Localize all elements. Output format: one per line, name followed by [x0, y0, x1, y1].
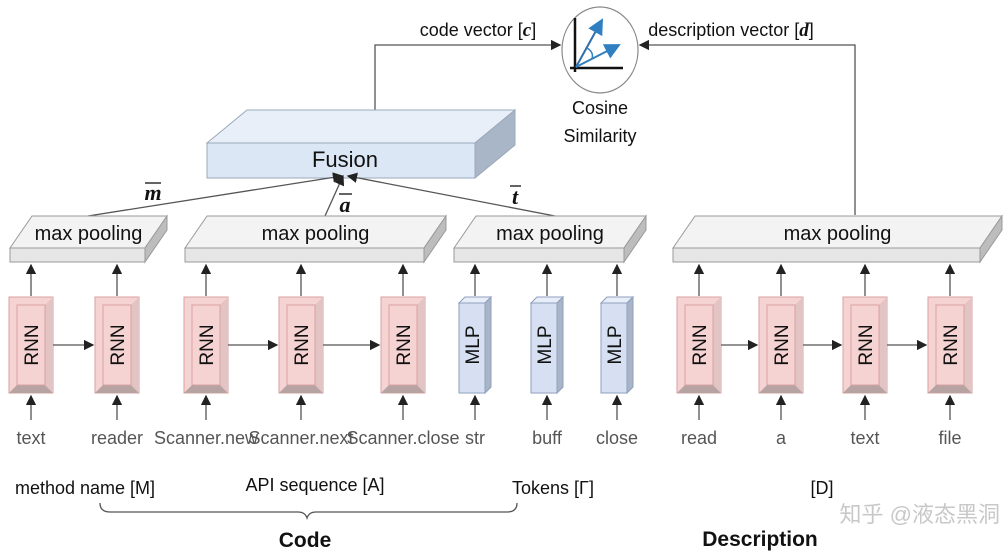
tokens-caption: Tokens [Γ] — [512, 478, 594, 498]
description-caption: Description — [702, 528, 818, 551]
rnn-cell: RNN — [183, 296, 229, 394]
rnn-cell: RNN — [842, 296, 888, 394]
input-token-label: buff — [532, 428, 563, 448]
rnn-cell: RNN — [94, 296, 140, 394]
cell-type-label: RNN — [941, 324, 962, 365]
m-arrow — [87, 172, 344, 217]
cell-type-label: MLP — [463, 325, 484, 364]
max-pooling-layer: max pooling — [9, 214, 168, 264]
input-token-label: close — [596, 428, 638, 448]
input-token-label: Scanner.close — [346, 428, 459, 448]
rnn-cell: RNN — [278, 296, 324, 394]
vector-bars — [145, 182, 521, 195]
code-vector-arrow — [374, 39, 562, 110]
input-token-label: text — [16, 428, 45, 448]
rnn-cell: RNN — [380, 296, 426, 394]
cell-type-label: RNN — [197, 324, 218, 365]
description-vector-arrow — [638, 39, 856, 215]
input-token-label: file — [938, 428, 961, 448]
cell-type-label: MLP — [605, 325, 626, 364]
cell-type-label: RNN — [856, 324, 877, 365]
max-pooling-label: max pooling — [35, 223, 143, 245]
m-vector-label: m — [144, 180, 161, 205]
cell-type-label: MLP — [535, 325, 556, 364]
input-token-label: reader — [91, 428, 143, 448]
input-token-label: Scanner.next — [248, 428, 353, 448]
code-brace — [99, 502, 518, 521]
input-token-label: read — [681, 428, 717, 448]
rnn-cell: RNN — [676, 296, 722, 394]
a-vector-label: a — [340, 192, 351, 217]
input-token-label: a — [776, 428, 787, 448]
description-vector-label: description vector [d] — [648, 20, 814, 41]
code-vector-label: code vector [c] — [420, 20, 537, 41]
max-pooling-layer: max pooling — [453, 214, 647, 264]
cell-type-label: RNN — [292, 324, 313, 365]
max-pooling-label: max pooling — [784, 223, 892, 245]
max-pooling-label: max pooling — [496, 223, 604, 245]
cell-type-label: RNN — [772, 324, 793, 365]
input-token-label: str — [465, 428, 485, 448]
cell-type-label: RNN — [108, 324, 129, 365]
cosine-label-1: Cosine — [572, 98, 628, 118]
max-pooling-label: max pooling — [262, 223, 370, 245]
t-arrow — [346, 172, 556, 217]
mlp-cell: MLP — [599, 295, 635, 395]
rnn-cell: RNN — [8, 296, 54, 394]
fusion-label: Fusion — [312, 147, 378, 172]
watermark: 知乎 @液态黑洞 — [840, 502, 1000, 527]
cell-type-label: RNN — [22, 324, 43, 365]
cosine-similarity-node: Cosine Similarity — [561, 6, 639, 146]
a-arrow — [324, 174, 345, 217]
method-name-caption: method name [M] — [15, 478, 155, 498]
input-token-label: text — [850, 428, 879, 448]
mlp-cell: MLP — [529, 295, 565, 395]
mlp-cell: MLP — [457, 295, 493, 395]
max-pooling-layer: max pooling — [672, 214, 1003, 264]
code-caption: Code — [279, 529, 332, 552]
max-pooling-layer: max pooling — [184, 214, 447, 264]
cell-type-label: RNN — [690, 324, 711, 365]
cell-type-label: RNN — [394, 324, 415, 365]
cosine-label-2: Similarity — [563, 126, 636, 146]
description-input-caption: [D] — [810, 478, 833, 498]
input-token-label: Scanner.new — [154, 428, 259, 448]
cosine-angle-icon — [570, 18, 623, 72]
api-sequence-caption: API sequence [A] — [245, 475, 384, 495]
fusion-layer: Fusion — [205, 108, 517, 180]
rnn-cell: RNN — [758, 296, 804, 394]
t-vector-label: t — [512, 184, 519, 209]
rnn-cell: RNN — [927, 296, 973, 394]
